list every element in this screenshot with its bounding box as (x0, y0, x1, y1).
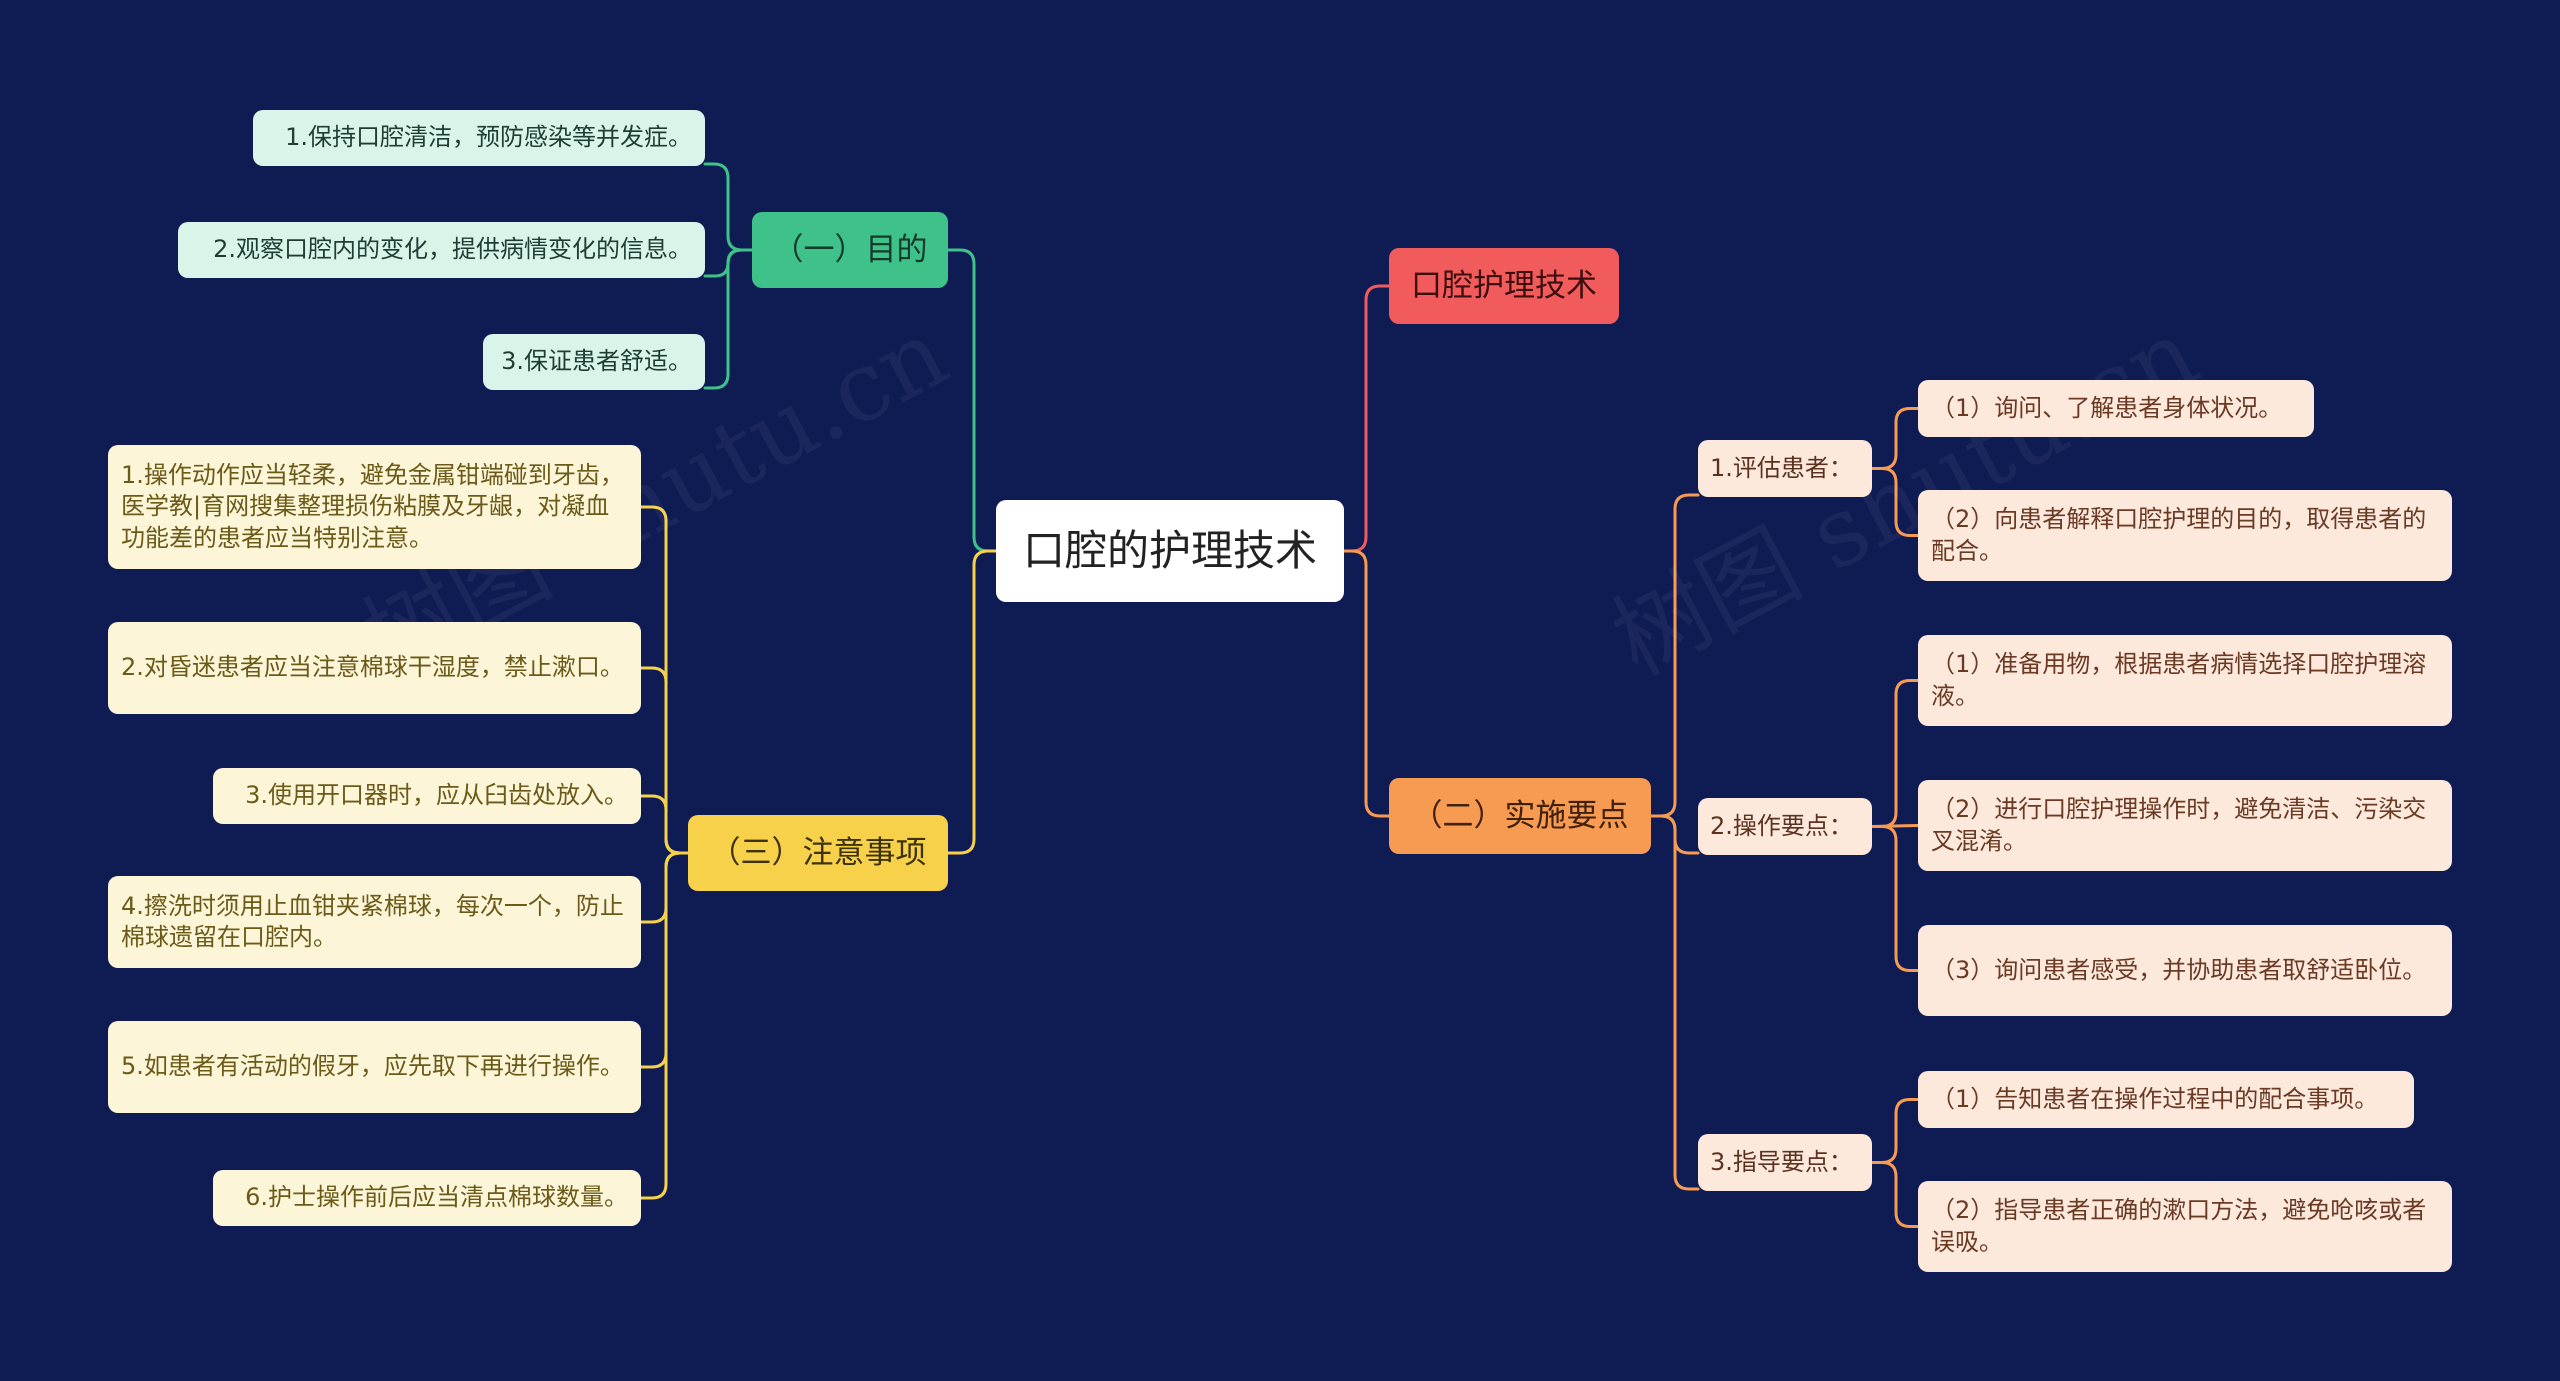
goal-item-3[interactable]: 3.保证患者舒适。 (483, 334, 705, 390)
impl-group-assess[interactable]: 1.评估患者： (1698, 440, 1872, 497)
note-item-3[interactable]: 3.使用开口器时，应从臼齿处放入。 (213, 768, 641, 824)
goal-item-2[interactable]: 2.观察口腔内的变化，提供病情变化的信息。 (178, 222, 705, 278)
assess-item-2[interactable]: （2）向患者解释口腔护理的目的，取得患者的配合。 (1918, 490, 2452, 581)
note-item-5[interactable]: 5.如患者有活动的假牙，应先取下再进行操作。 (108, 1021, 641, 1113)
note-item-3-link (639, 794, 690, 855)
assess-item-2-link (1870, 467, 1920, 537)
operate-item-2[interactable]: （2）进行口腔护理操作时，避免清洁、污染交叉混淆。 (1918, 780, 2452, 871)
note-item-1[interactable]: 1.操作动作应当轻柔，避免金属钳端碰到牙齿，医学教|育网搜集整理损伤粘膜及牙龈，… (108, 445, 641, 569)
operate-item-3-link (1870, 825, 1920, 972)
guide-item-2-link (1870, 1161, 1920, 1228)
guide-item-1-link (1870, 1098, 1920, 1164)
branch-notes-link (946, 549, 998, 855)
goal-item-1-link (703, 162, 754, 252)
branch-implementation[interactable]: （二）实施要点 (1389, 778, 1651, 854)
branch-notes[interactable]: （三）注意事项 (688, 815, 948, 891)
assess-item-1[interactable]: （1）询问、了解患者身体状况。 (1918, 380, 2314, 437)
operate-item-1-link (1870, 679, 1920, 828)
impl-group-guide[interactable]: 3.指导要点： (1698, 1134, 1872, 1191)
operate-item-3[interactable]: （3）询问患者感受，并协助患者取舒适卧位。 (1918, 925, 2452, 1016)
root-node[interactable]: 口腔的护理技术 (996, 500, 1344, 602)
impl-group-operate[interactable]: 2.操作要点： (1698, 798, 1872, 855)
branch-implementation-link (1342, 549, 1391, 818)
note-item-6-link (639, 851, 690, 1200)
note-item-2[interactable]: 2.对昏迷患者应当注意棉球干湿度，禁止漱口。 (108, 622, 641, 714)
guide-item-1[interactable]: （1）告知患者在操作过程中的配合事项。 (1918, 1071, 2414, 1128)
branch-goal[interactable]: （一）目的 (752, 212, 948, 288)
goal-item-1[interactable]: 1.保持口腔清洁，预防感染等并发症。 (253, 110, 705, 166)
operate-item-1[interactable]: （1）准备用物，根据患者病情选择口腔护理溶液。 (1918, 635, 2452, 726)
note-item-6[interactable]: 6.护士操作前后应当清点棉球数量。 (213, 1170, 641, 1226)
guide-item-2[interactable]: （2）指导患者正确的漱口方法，避免呛咳或者误吸。 (1918, 1181, 2452, 1272)
note-item-4[interactable]: 4.擦洗时须用止血钳夹紧棉球，每次一个，防止棉球遗留在口腔内。 (108, 876, 641, 968)
branch-topic[interactable]: 口腔护理技术 (1389, 248, 1619, 324)
branch-topic-link (1342, 284, 1391, 553)
impl-group-guide-link (1649, 814, 1700, 1191)
goal-item-3-link (703, 248, 754, 390)
